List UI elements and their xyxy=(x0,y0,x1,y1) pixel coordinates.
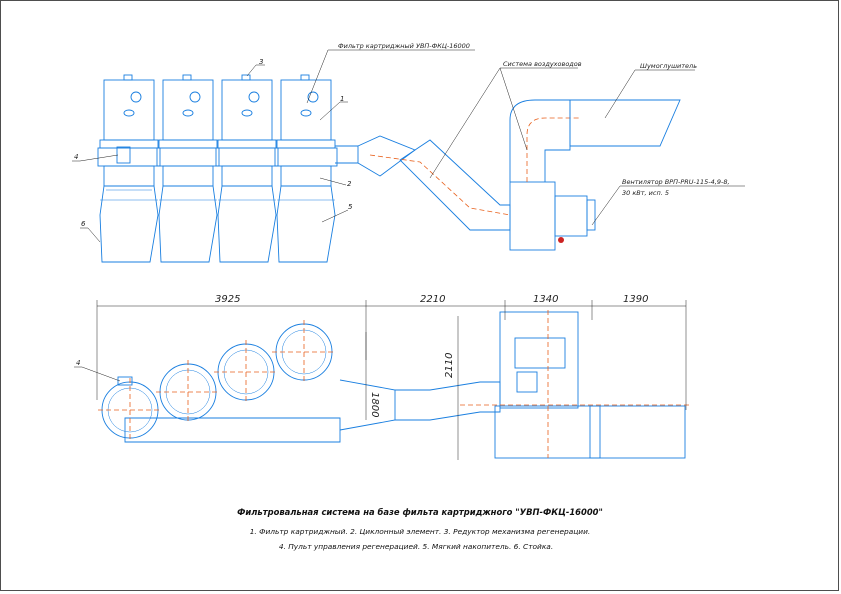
dim-1390: 1390 xyxy=(623,294,648,305)
label-fan-line1: Вентилятор ВРП-PRU-115-4,9-8, xyxy=(622,178,730,186)
callout-3: 3 xyxy=(259,58,263,66)
caption-line-1: 1. Фильтр картриджный. 2. Циклонный элем… xyxy=(250,527,591,536)
duct-front xyxy=(399,139,511,231)
plan-view xyxy=(98,310,690,459)
filter-unit-4 xyxy=(274,74,338,263)
label-filter: Фильтр картриджный УВП-ФКЦ-16000 xyxy=(338,42,470,50)
dim-1340: 1340 xyxy=(533,294,558,305)
caption-line-2: 4. Пульт управления регенерацией. 5. Мяг… xyxy=(279,542,553,551)
plan-filter-3 xyxy=(214,340,278,404)
plan-base xyxy=(494,405,601,459)
filter-unit-3 xyxy=(215,74,279,263)
dimensions: 3925 2210 1340 1390 1800 2110 xyxy=(96,294,687,460)
plan-control-panel xyxy=(117,376,133,386)
annotations: Фильтр картриджный УВП-ФКЦ-16000 Система… xyxy=(72,42,745,382)
control-panel xyxy=(116,146,131,164)
callout-2: 2 xyxy=(347,180,352,188)
plan-fan xyxy=(499,311,579,409)
manifold xyxy=(124,417,341,443)
front-view xyxy=(97,74,681,263)
caption-title: Фильтровальная система на базе фильта ка… xyxy=(237,507,603,517)
fan-indicator xyxy=(558,237,564,243)
plan-filter-1 xyxy=(98,378,162,442)
elbow xyxy=(509,99,571,182)
callout-5: 5 xyxy=(348,203,353,211)
label-fan-line2: 30 кВт, исп. 5 xyxy=(622,189,669,197)
plan-filter-4 xyxy=(272,320,336,384)
plan-filter-2 xyxy=(156,360,220,424)
filter-unit-2 xyxy=(156,74,220,263)
dim-1800: 1800 xyxy=(369,392,380,417)
silencer xyxy=(569,99,681,147)
caption: Фильтровальная система на базе фильта ка… xyxy=(237,507,603,551)
label-ducts: Система воздуховодов xyxy=(503,60,582,68)
dim-2110: 2110 xyxy=(444,353,455,378)
fan-housing xyxy=(509,181,556,251)
collector xyxy=(335,145,359,164)
plan-silencer xyxy=(589,405,686,459)
label-silencer: Шумоглушитель xyxy=(640,62,697,70)
dim-3925: 3925 xyxy=(215,294,240,305)
callout-4-plan: 4 xyxy=(76,359,80,367)
dim-2210: 2210 xyxy=(420,294,445,305)
callout-4: 4 xyxy=(74,153,78,161)
callout-6: 6 xyxy=(81,220,86,228)
filter-unit-1 xyxy=(97,74,161,263)
plan-duct xyxy=(395,381,501,421)
callout-1: 1 xyxy=(340,95,344,103)
